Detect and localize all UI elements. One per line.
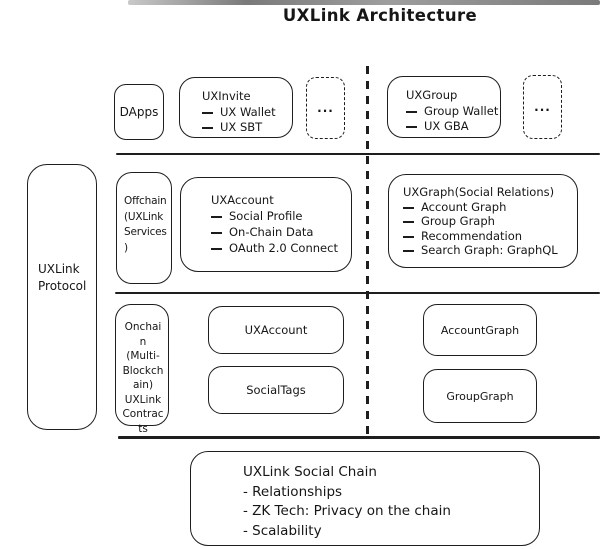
uxaccount-contract-label: UXAccount xyxy=(244,323,308,337)
dash-bullet-icon xyxy=(403,250,414,252)
socialtags-contract-box: SocialTags xyxy=(208,366,344,414)
uxaccount-contract-box: UXAccount xyxy=(208,306,344,354)
dash-bullet-icon xyxy=(211,232,222,234)
row-divider-top xyxy=(116,153,600,155)
uxgroup-box: UXGroup Group Wallet UX GBA xyxy=(387,76,501,138)
list-item: Recommendation xyxy=(403,229,577,244)
dash-bullet-icon xyxy=(406,126,417,128)
diagram-title: UXLink Architecture xyxy=(282,6,478,25)
ellipsis-label: ... xyxy=(534,100,551,114)
column-divider-dashed xyxy=(366,66,369,437)
list-item: UX Wallet xyxy=(202,105,292,121)
row-divider-bottom xyxy=(118,436,600,439)
social-chain-title: UXLink Social Chain xyxy=(243,464,377,480)
uxlink-social-chain-box: UXLink Social Chain - Relationships - ZK… xyxy=(190,451,540,546)
dash-bullet-icon xyxy=(406,110,417,113)
list-item: Search Graph: GraphQL xyxy=(403,243,577,258)
list-item: - Relationships xyxy=(243,483,343,500)
dash-bullet-icon xyxy=(403,206,414,209)
offchain-services-box: Offchain (UXLink Services ) xyxy=(116,172,172,284)
groupgraph-contract-label: GroupGraph xyxy=(446,389,514,403)
uxlink-protocol-label: UXLink Protocol xyxy=(38,262,87,293)
uxinvite-title: UXInvite xyxy=(202,89,251,103)
accountgraph-contract-box: AccountGraph xyxy=(423,304,537,356)
list-item: Group Wallet xyxy=(406,104,500,120)
list-item: - Scalability xyxy=(243,522,322,539)
uxlink-protocol-box: UXLink Protocol xyxy=(27,164,97,430)
dash-bullet-icon xyxy=(403,235,414,238)
more-groups-box: ... xyxy=(523,75,562,139)
uxaccount-services-box: UXAccount Social Profile On-Chain Data O… xyxy=(180,177,352,272)
onchain-contracts-label: Onchain (Multi-Blockchain) UXLink Contra… xyxy=(122,321,164,435)
list-item: OAuth 2.0 Connect xyxy=(211,240,351,256)
uxgraph-box: UXGraph(Social Relations) Account Graph … xyxy=(388,174,578,268)
uxgraph-title: UXGraph(Social Relations) xyxy=(403,185,555,199)
dash-bullet-icon xyxy=(403,221,414,223)
uxgroup-title: UXGroup xyxy=(406,88,458,102)
dash-bullet-icon xyxy=(211,216,222,218)
list-item: UX GBA xyxy=(406,119,500,135)
socialtags-contract-label: SocialTags xyxy=(246,383,306,397)
ellipsis-label: ... xyxy=(317,101,334,115)
dapps-box: DApps xyxy=(114,84,164,140)
dash-bullet-icon xyxy=(202,127,213,129)
list-item: On-Chain Data xyxy=(211,224,351,240)
list-item: - ZK Tech: Privacy on the chain xyxy=(243,503,451,519)
dapps-label: DApps xyxy=(119,105,159,119)
groupgraph-contract-box: GroupGraph xyxy=(423,369,537,423)
list-item: Group Graph xyxy=(403,214,577,229)
list-item: Account Graph xyxy=(403,200,577,215)
onchain-contracts-box: Onchain (Multi-Blockchain) UXLink Contra… xyxy=(115,304,169,435)
uxinvite-box: UXInvite UX Wallet UX SBT xyxy=(179,77,293,138)
list-item: UX SBT xyxy=(202,120,292,136)
dash-bullet-icon xyxy=(211,248,222,250)
more-dapps-box: ... xyxy=(306,77,345,139)
row-divider-middle xyxy=(115,292,600,294)
accountgraph-contract-label: AccountGraph xyxy=(440,323,520,337)
offchain-services-label: Offchain (UXLink Services ) xyxy=(124,195,167,254)
dash-bullet-icon xyxy=(202,111,213,114)
list-item: Social Profile xyxy=(211,208,351,224)
uxaccount-title: UXAccount xyxy=(211,193,274,207)
top-edge-artifact xyxy=(128,0,600,5)
